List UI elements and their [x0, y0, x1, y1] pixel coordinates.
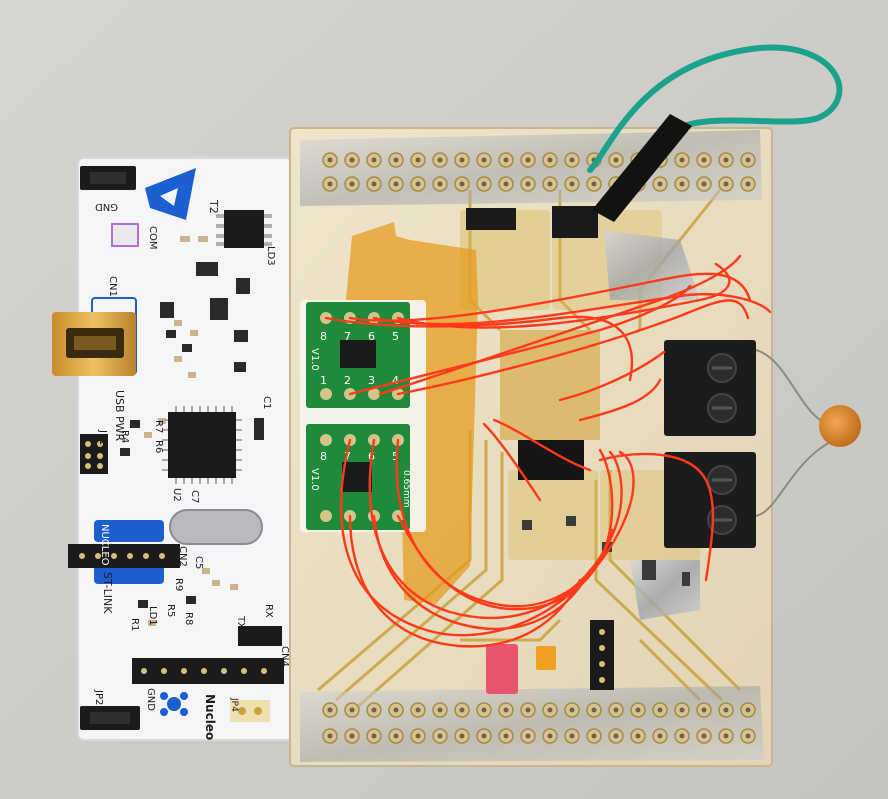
- silk-r9: R9: [173, 578, 184, 591]
- smd-components: [120, 262, 250, 608]
- adapter-top-version: V1.0: [309, 348, 320, 371]
- orange-component: [536, 646, 556, 670]
- nucleo-label-block: [94, 520, 164, 542]
- silk-c1: C1: [261, 396, 272, 409]
- terminal-block-bottom: [664, 452, 756, 548]
- custom-pcb: 8 7 6 5 1 2 3 4 V1.0 8 7 6 5 V1.0 0.65mm: [289, 127, 773, 767]
- sop-adapter-bottom: 8 7 6 5 V1.0 0.65mm: [306, 424, 411, 530]
- adapter-top-pin-5: 5: [392, 330, 399, 343]
- pads-jp4: [230, 700, 270, 722]
- silk-jp4: JP4: [229, 697, 239, 712]
- silk-cn4: CN4: [279, 646, 290, 667]
- silk-r5: R5: [165, 604, 176, 617]
- silk-stlink: ST-LINK: [101, 572, 114, 614]
- silk-com: COM: [147, 226, 158, 249]
- header-pads-bottom: [322, 702, 756, 744]
- silk-gnd-top: GND: [95, 201, 118, 212]
- st-logo-icon: [145, 168, 196, 220]
- ceramic-capacitor: [755, 349, 861, 517]
- silk-jp2: JP2: [93, 689, 104, 705]
- silk-jp1: JP1: [97, 429, 108, 445]
- adapter-pitch: 0.65mm: [401, 470, 411, 508]
- header-small-right: [552, 206, 598, 238]
- adapter-top-pin-2: 2: [344, 374, 351, 387]
- silk-pwr: PWR: [113, 416, 126, 442]
- green-jumper-wire: [587, 44, 843, 222]
- silk-nucleo-brand: Nucleo: [203, 694, 217, 740]
- adapter-top-pin-3: 3: [368, 374, 375, 387]
- silk-c5: C5: [193, 556, 204, 569]
- crystal: [169, 509, 263, 545]
- silk-tx: TX: [235, 615, 246, 629]
- terminal-block-top: [664, 340, 756, 436]
- solder-bottom: [300, 686, 764, 762]
- header-small-left: [466, 208, 516, 230]
- adapter-top-pin-6: 6: [368, 330, 375, 343]
- nucleo-logo-icon: [160, 692, 188, 716]
- adapter-top-pin-8: 8: [320, 330, 327, 343]
- silk-ld1: LD1: [147, 606, 158, 626]
- center-ic: [518, 440, 584, 480]
- silk-rx: RX: [263, 604, 274, 618]
- adapter-bottom-version: V1.0: [309, 468, 320, 491]
- mcu-chip: [162, 406, 242, 484]
- silk-r8: R8: [183, 612, 194, 625]
- sop-adapter-top: 8 7 6 5 1 2 3 4 V1.0: [306, 302, 410, 408]
- silk-u2: U2: [171, 488, 182, 502]
- silk-r4: R4: [119, 430, 130, 443]
- nucleo-board: GND T2 LD3 COM CN1 USB PWR JP1 R4 R6 R7 …: [52, 157, 293, 741]
- pink-component: [486, 644, 518, 694]
- silk-t2: T2: [207, 199, 220, 214]
- silk-usb: USB: [113, 390, 126, 413]
- silk-r6: R6: [153, 440, 164, 453]
- jumper-jp1: [80, 434, 108, 474]
- adapter-top-pin-4: 4: [392, 374, 399, 387]
- header-cn4: [132, 658, 284, 684]
- usb-connector: [52, 312, 136, 376]
- solder-top: [300, 130, 762, 206]
- adapter-bottom-pin-8: 8: [320, 450, 327, 463]
- silk-ld3: LD3: [265, 246, 276, 266]
- silk-cn2: CN2: [177, 546, 188, 567]
- chip-t2: [224, 210, 264, 248]
- header-tx-rx: [238, 626, 282, 646]
- silk-r7: R7: [153, 420, 164, 433]
- silk-cn1: CN1: [107, 276, 118, 297]
- led-com: [111, 223, 139, 247]
- silk-c7: C7: [189, 490, 200, 503]
- silk-nucleo: NUCLEO: [99, 524, 110, 566]
- silk-r1: R1: [129, 618, 140, 631]
- adapter-top-pin-7: 7: [344, 330, 351, 343]
- adapter-bottom-pin-5: 5: [392, 450, 399, 463]
- red-wires: [324, 254, 772, 648]
- adapter-top-pin-1: 1: [320, 374, 327, 387]
- silk-gnd-bottom: GND: [145, 688, 156, 711]
